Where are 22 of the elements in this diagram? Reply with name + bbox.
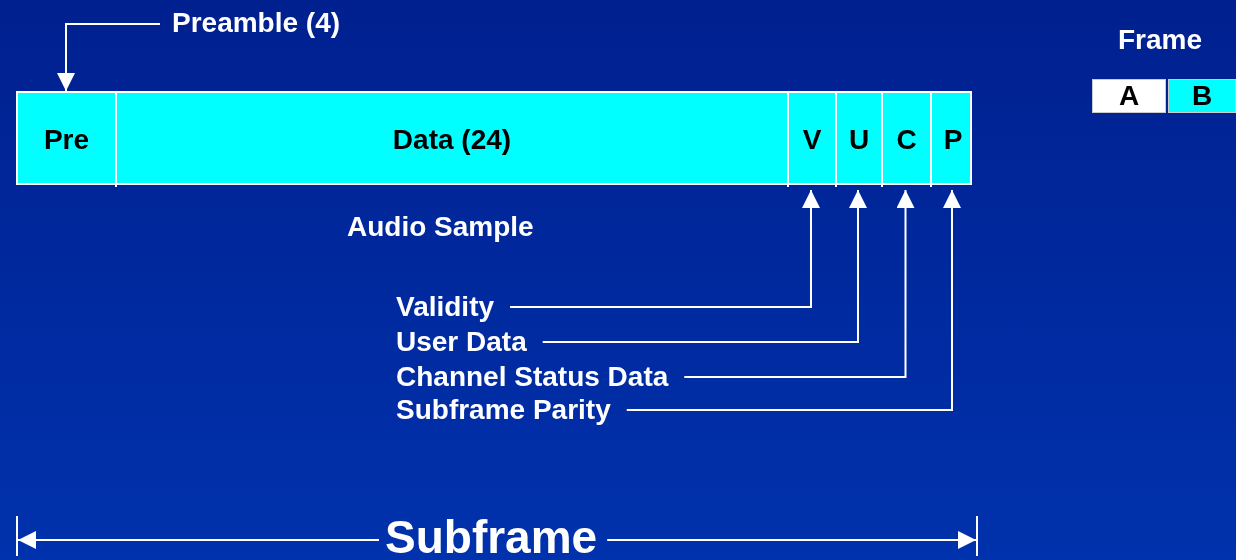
dimension-label: Subframe <box>385 510 598 560</box>
field-cell: V <box>787 93 835 187</box>
legend-title: Frame <box>1118 24 1203 56</box>
callout-text: User Data <box>396 325 543 359</box>
callout-text: Validity <box>396 290 511 324</box>
callout-text: Preamble (4) <box>160 6 341 42</box>
arrow <box>683 189 915 378</box>
field-cell: Pre <box>18 93 115 187</box>
field-cell: P <box>930 93 974 187</box>
field-caption: Audio Sample <box>347 211 534 243</box>
arrow <box>509 189 820 308</box>
field-cell: Data (24) <box>115 93 787 187</box>
field-cell: C <box>881 93 930 187</box>
arrow <box>625 189 961 411</box>
subframe-bar <box>16 91 972 185</box>
arrow <box>541 189 867 343</box>
callout-text: Subframe Parity <box>396 393 627 427</box>
frame-cell: B <box>1168 79 1236 113</box>
frame-cell: A <box>1092 79 1166 113</box>
arrow <box>57 23 161 92</box>
field-cell: U <box>835 93 881 187</box>
callout-text: Channel Status Data <box>396 360 685 394</box>
